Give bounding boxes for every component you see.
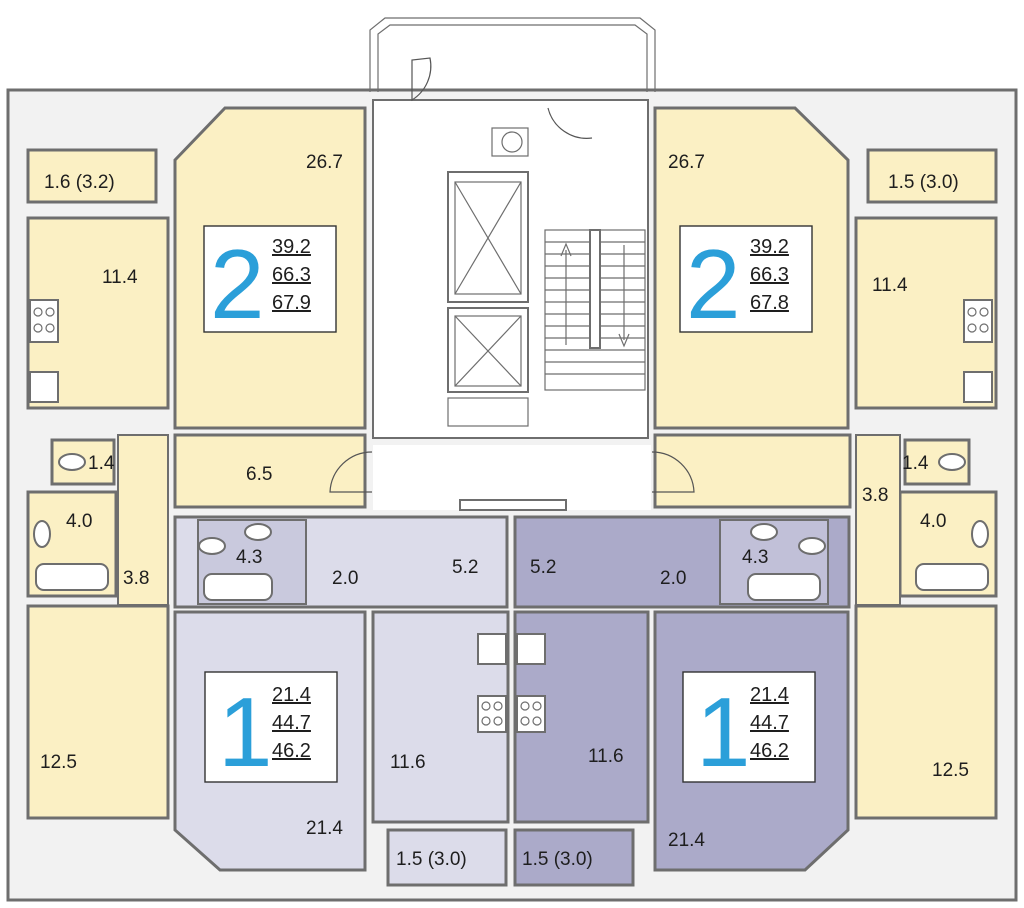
label-room-c1: 21.4 — [306, 818, 343, 839]
balcony-c2 — [513, 828, 635, 887]
stair-lift-core — [329, 57, 695, 511]
balcony-left — [26, 148, 158, 204]
label-kitchen-left: 11.4 — [102, 267, 138, 288]
label-corridor-right: 3.8 — [862, 485, 888, 506]
stove-icon — [963, 299, 993, 343]
area-living: 21.4 — [272, 684, 311, 706]
stair-down-arrow — [618, 245, 630, 348]
label-bedroom-right: 12.5 — [932, 760, 969, 781]
label-living-left: 26.7 — [306, 152, 343, 173]
hall-right — [653, 433, 852, 509]
label-bath-c1: 4.3 — [236, 547, 262, 568]
basin-icon — [33, 520, 51, 548]
label-entry-c2: 5.2 — [530, 557, 556, 578]
area-with-balcony: 67.9 — [272, 292, 311, 314]
bedroom-left — [26, 604, 170, 820]
stove-icon — [516, 695, 546, 733]
label-balcony-right: 1.5 (3.0) — [888, 172, 959, 193]
toilet-icon — [798, 537, 826, 555]
sink-icon — [963, 371, 993, 403]
basin-icon — [971, 520, 989, 548]
bathtub-icon — [915, 563, 989, 591]
bathtub-icon — [35, 563, 109, 591]
area-with-balcony: 46.2 — [272, 740, 311, 762]
corridor-right — [855, 434, 901, 606]
sink-icon — [29, 371, 59, 403]
stair-up-arrow — [560, 242, 572, 345]
garbage-chute-icon — [491, 127, 529, 157]
label-kitchen-c2: 11.6 — [588, 746, 624, 767]
area-total: 66.3 — [750, 264, 789, 286]
toilet-icon — [938, 453, 966, 471]
balcony-c1 — [386, 828, 508, 887]
hall-left — [173, 433, 367, 509]
area-total: 44.7 — [750, 712, 789, 734]
area-with-balcony: 67.8 — [750, 292, 789, 314]
label-hall-c2: 2.0 — [660, 568, 686, 589]
basin-icon — [750, 523, 778, 541]
basin-icon — [244, 523, 272, 541]
bathroom-fixtures — [33, 453, 989, 601]
label-entry-c1: 5.2 — [452, 557, 478, 578]
label-corridor-left: 3.8 — [123, 568, 149, 589]
stove-icon — [29, 299, 59, 343]
badge-apt-1-left: 1 21.4 44.7 46.2 — [204, 671, 338, 787]
bathtub-icon — [203, 573, 273, 601]
area-living: 21.4 — [750, 684, 789, 706]
label-hall-left: 6.5 — [246, 464, 272, 485]
balcony-right — [866, 148, 998, 204]
rooms-count: 2 — [210, 229, 265, 339]
room-labels: 1.6 (3.2) 11.4 26.7 1.4 6.5 4.0 3.8 12.5… — [40, 152, 969, 870]
area-total: 66.3 — [272, 264, 311, 286]
rooms-count: 2 — [686, 229, 741, 339]
label-wc-left: 1.4 — [88, 453, 115, 474]
badge-apt-1-right: 1 21.4 44.7 46.2 — [682, 671, 816, 787]
label-bedroom-left: 12.5 — [40, 752, 77, 773]
bathtub-icon — [747, 573, 821, 601]
label-living-right: 26.7 — [668, 152, 705, 173]
label-balcony-c2: 1.5 (3.0) — [522, 849, 593, 870]
toilet-icon — [58, 453, 86, 471]
area-living: 39.2 — [272, 236, 311, 258]
corridor-left — [117, 434, 169, 606]
label-bath-left: 4.0 — [66, 511, 92, 532]
bedroom-right — [854, 604, 998, 820]
sink-icon — [516, 633, 546, 665]
toilet-icon — [198, 537, 226, 555]
badge-apt-2-left: 2 39.2 66.3 67.9 — [203, 225, 337, 339]
stove-icon — [477, 695, 507, 733]
kitchen-fixtures — [29, 299, 993, 733]
label-room-c2: 21.4 — [668, 830, 705, 851]
rooms-count: 1 — [218, 677, 273, 787]
label-bath-right: 4.0 — [920, 511, 946, 532]
rooms-count: 1 — [696, 677, 751, 787]
area-with-balcony: 46.2 — [750, 740, 789, 762]
label-wc-right: 1.4 — [902, 453, 929, 474]
area-total: 44.7 — [272, 712, 311, 734]
entrance-canopy — [369, 17, 656, 92]
label-balcony-left: 1.6 (3.2) — [44, 172, 115, 193]
label-balcony-c1: 1.5 (3.0) — [396, 849, 467, 870]
label-hall-c1: 2.0 — [332, 568, 358, 589]
label-bath-c2: 4.3 — [742, 547, 768, 568]
label-kitchen-right: 11.4 — [872, 275, 908, 296]
label-kitchen-c1: 11.6 — [390, 752, 426, 773]
badge-apt-2-right: 2 39.2 66.3 67.8 — [679, 225, 813, 339]
area-living: 39.2 — [750, 236, 789, 258]
sink-icon — [477, 633, 507, 665]
